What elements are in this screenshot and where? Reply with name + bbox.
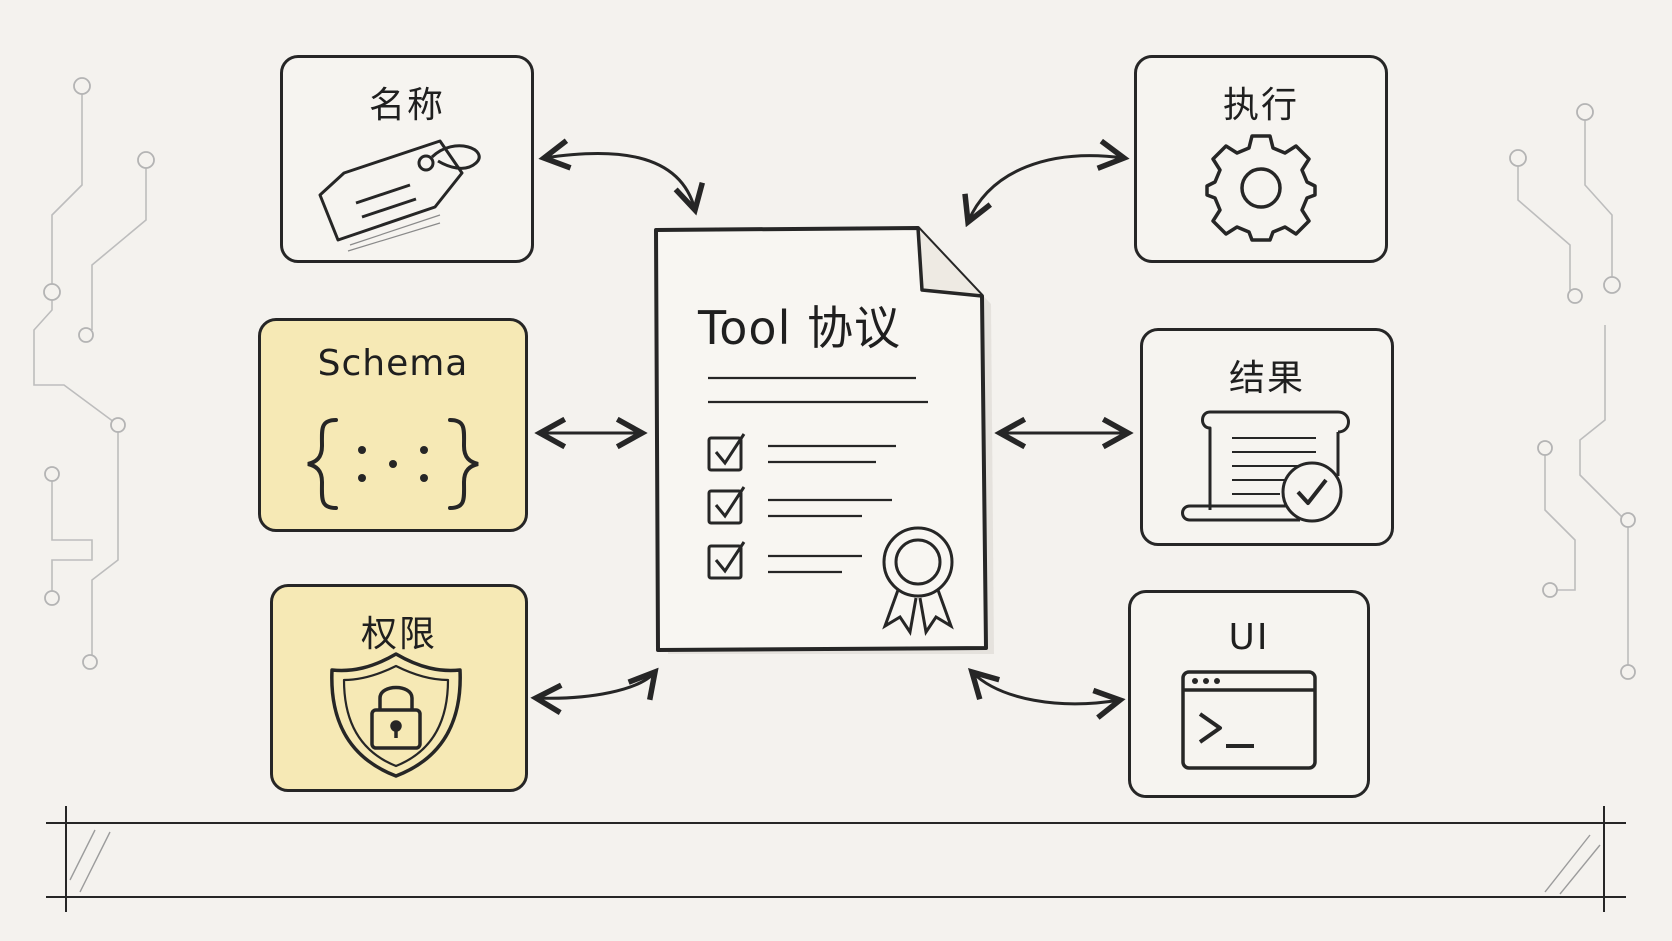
gear-icon [1205,134,1317,242]
checkbox-list [707,433,746,580]
arrow-execute-to-protocol [968,156,1124,222]
braces-icon [307,418,479,510]
arrow-name-to-protocol [544,153,695,210]
document-title: Tool 协议 [698,301,901,355]
node-name-label: 名称 [368,85,445,126]
node-schema-card: Schema [258,318,528,532]
node-schema-label: Schema [317,343,469,384]
node-permission-card: 权限 [270,584,528,792]
tag-icon [318,139,481,252]
shield-lock-icon [330,652,462,778]
node-execute-label: 执行 [1222,85,1299,126]
node-permission-label: 权限 [360,614,437,655]
node-result-card: 结果 [1140,328,1394,546]
document-lines [708,376,928,574]
certificate-seal-icon [882,526,954,636]
baseline-hatching [69,829,1601,895]
node-result-label: 结果 [1228,358,1305,399]
left-circuit-lines [33,86,147,660]
left-circuit-nodes [43,77,155,670]
node-ui-label: UI [1228,617,1270,658]
scroll-check-icon [1181,410,1350,523]
right-circuit-nodes [1509,103,1636,680]
arrow-ui-to-protocol [972,672,1120,704]
terminal-window-icon [1181,670,1317,770]
right-circuit-lines [1517,112,1629,672]
arrow-permission-to-protocol [536,672,655,698]
baseline-frame [46,806,1626,912]
node-name-card: 名称 [280,55,534,263]
node-execute-card: 执行 [1134,55,1388,263]
node-ui-card: UI [1128,590,1370,798]
